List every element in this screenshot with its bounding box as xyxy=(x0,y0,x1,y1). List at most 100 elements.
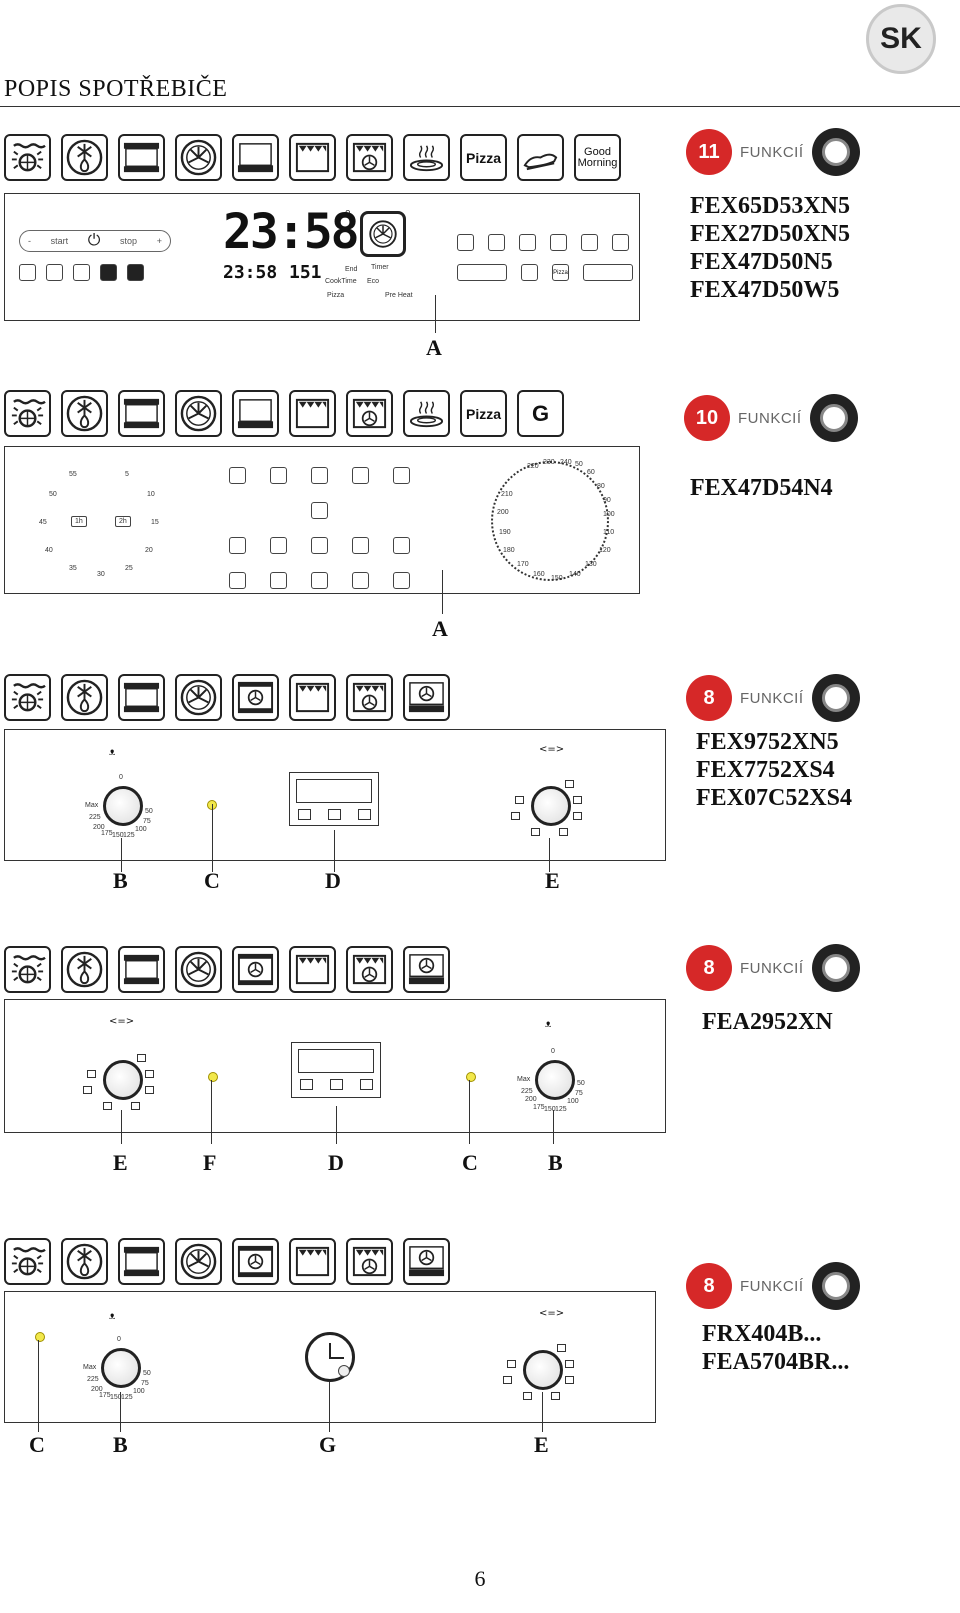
bottom-heat-icon xyxy=(232,390,279,437)
clock-icon[interactable] xyxy=(229,467,246,484)
thermostat-icon: ᴥ xyxy=(109,1308,116,1322)
dial-number: 90 xyxy=(603,497,611,504)
model-name: FEX9752XN5 xyxy=(696,729,839,755)
label-e: E xyxy=(545,868,560,893)
pre-heat-label: Pre Heat xyxy=(385,292,413,299)
lock-icon[interactable] xyxy=(393,467,410,484)
defrost-icon[interactable] xyxy=(270,572,287,589)
grill-fan-icon[interactable] xyxy=(457,234,474,251)
defrost-icon[interactable] xyxy=(612,234,629,251)
plus-button[interactable]: + xyxy=(156,236,162,246)
grill-fan-icon xyxy=(4,674,51,721)
top-heat-icon[interactable] xyxy=(550,234,567,251)
scale-mark: 175 xyxy=(99,1392,111,1399)
start-stop-slider[interactable]: - start ⏻ stop + xyxy=(19,230,171,252)
grill-fan-icon xyxy=(4,946,51,993)
page-number: 6 xyxy=(474,1566,486,1591)
temperature-knob[interactable] xyxy=(103,786,143,826)
bottom-heat-icon[interactable] xyxy=(270,537,287,554)
timer-button[interactable] xyxy=(298,809,311,820)
power-icon[interactable] xyxy=(311,467,328,484)
top-bottom-heat-icon[interactable] xyxy=(488,234,505,251)
two-hour-button[interactable]: 2h xyxy=(115,516,131,527)
timer-button[interactable] xyxy=(328,809,341,820)
oven-fan-icon[interactable] xyxy=(127,264,144,281)
lock-icon[interactable] xyxy=(73,264,90,281)
display-icon[interactable] xyxy=(311,502,328,519)
label-a: A xyxy=(432,616,448,641)
temperature-dial[interactable] xyxy=(491,461,609,581)
fan-icon[interactable] xyxy=(393,537,410,554)
pointer-line xyxy=(334,830,335,872)
pointer-line xyxy=(542,1392,543,1432)
alarm-icon[interactable] xyxy=(46,264,63,281)
light-icon[interactable] xyxy=(311,572,328,589)
scale-mark: 75 xyxy=(143,818,151,825)
touch-icons-left xyxy=(19,264,144,281)
indicator-lamp xyxy=(208,1072,218,1082)
analog-clock-timer[interactable] xyxy=(305,1332,355,1382)
top-bottom-heat-icon xyxy=(118,1238,165,1285)
timer-icon[interactable] xyxy=(19,264,36,281)
slow-cook-icon[interactable] xyxy=(457,264,507,281)
defrost-icon xyxy=(61,1238,108,1285)
thermostat-icon: ᴥ xyxy=(109,744,116,758)
functions-badge-4: 8 FUNKCIÍ xyxy=(686,944,860,992)
timer-button[interactable] xyxy=(360,1079,373,1090)
fan-icon[interactable] xyxy=(581,234,598,251)
timer-button[interactable] xyxy=(358,809,371,820)
functions-label: FUNKCIÍ xyxy=(740,1277,804,1295)
timer-dial[interactable]: 55 5 10 15 20 25 30 35 40 45 50 1h 2h xyxy=(35,461,165,581)
functions-label: FUNKCIÍ xyxy=(738,409,802,427)
fan-icon xyxy=(175,674,222,721)
grill-fan-icon xyxy=(4,1238,51,1285)
plate-warming-icon[interactable] xyxy=(352,572,369,589)
minus-icon[interactable] xyxy=(270,467,287,484)
plus-icon[interactable] xyxy=(352,467,369,484)
dial-number: 5 xyxy=(125,471,129,478)
top-heat-icon[interactable] xyxy=(311,537,328,554)
model-name: FEX7752XS4 xyxy=(696,757,835,783)
pointer-line xyxy=(553,1110,554,1144)
indicator-lamp xyxy=(466,1072,476,1082)
function-knob[interactable] xyxy=(531,786,571,826)
power-icon[interactable]: ⏻ xyxy=(87,232,101,249)
grill-fan-icon[interactable] xyxy=(352,537,369,554)
function-knob[interactable] xyxy=(103,1060,143,1100)
pizza-icon[interactable]: Pizza xyxy=(552,264,569,281)
dial-number: 130 xyxy=(585,561,597,568)
label-f: F xyxy=(203,1150,217,1175)
plate-warming-icon[interactable] xyxy=(521,264,538,281)
top-fan-icon[interactable] xyxy=(229,572,246,589)
label-b: B xyxy=(113,1432,128,1457)
scale-mark: 0 xyxy=(551,1048,555,1055)
fan-bottom-icon xyxy=(403,674,450,721)
dial-number: 110 xyxy=(603,529,615,536)
slow-cook-icon xyxy=(517,134,564,181)
function-knob[interactable] xyxy=(523,1350,563,1390)
pizza-icon[interactable] xyxy=(393,572,410,589)
bottom-heat-icon[interactable] xyxy=(519,234,536,251)
top-bottom-heat-icon[interactable] xyxy=(229,537,246,554)
oven-icon[interactable] xyxy=(100,264,117,281)
small-clock: 23:58 xyxy=(223,262,278,283)
dial-number: 120 xyxy=(599,547,611,554)
temperature-knob[interactable] xyxy=(101,1348,141,1388)
temperature-knob[interactable] xyxy=(535,1060,575,1100)
good-morning-icon[interactable] xyxy=(583,264,633,281)
defrost-icon xyxy=(61,674,108,721)
minus-button[interactable]: - xyxy=(28,236,31,246)
fan-icon xyxy=(175,134,222,181)
scale-mark: 200 xyxy=(525,1096,537,1103)
scale-mark: Max xyxy=(83,1364,97,1371)
pizza-label: Pizza xyxy=(327,292,345,299)
dial-number: 190 xyxy=(499,529,511,536)
function-icons-row-1: Pizza Good Morning xyxy=(4,134,621,181)
timer-button[interactable] xyxy=(300,1079,313,1090)
pointer-line xyxy=(329,1382,330,1432)
one-hour-button[interactable]: 1h xyxy=(71,516,87,527)
top-heat-icon xyxy=(289,674,336,721)
timer-button[interactable] xyxy=(330,1079,343,1090)
dial-number: 45 xyxy=(39,519,47,526)
electronic-timer xyxy=(289,772,379,826)
